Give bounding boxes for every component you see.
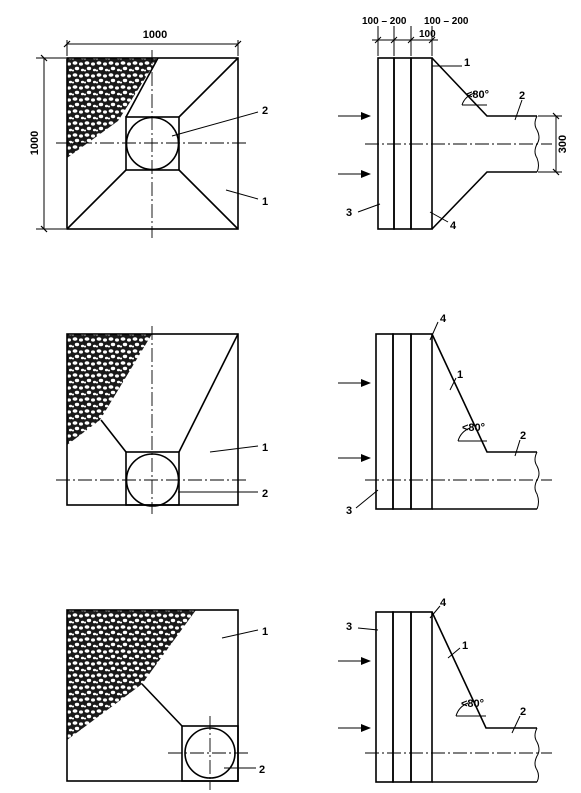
label-1-section-top: 1 (464, 57, 470, 69)
dim-100-200-first: 100 – 200 (362, 16, 407, 27)
filter-gap-bottom (392, 611, 412, 783)
filter-layer-outer-bottom (375, 611, 394, 783)
label-1-plan-top: 1 (262, 196, 268, 208)
filter-layer-outer-top (377, 57, 395, 230)
plan-square-top (66, 57, 239, 230)
filter-layer-outer-middle (375, 333, 394, 510)
angle-top: <80° (466, 89, 489, 101)
label-2-plan-top: 2 (262, 105, 268, 117)
label-2-plan-bottom: 2 (259, 764, 265, 776)
cone-upper-top (431, 57, 537, 117)
label-3-section-middle: 3 (346, 505, 352, 517)
dim-100: 100 (419, 29, 436, 40)
label-2-section-top: 2 (519, 90, 525, 102)
label-2-plan-middle: 2 (262, 488, 268, 500)
angle-bottom: <80° (461, 698, 484, 710)
pipe-circle-top (125, 116, 180, 171)
plan-view-bottom: 1 2 (66, 609, 268, 790)
dim-300: 300 (557, 135, 569, 153)
angle-middle: <80° (462, 422, 485, 434)
gravel-fill-middle (67, 334, 152, 445)
cone-lower-top (431, 171, 537, 230)
gravel-fill-top (67, 58, 158, 158)
dim-1000-vertical: 1000 (29, 131, 41, 155)
label-3-section-top: 3 (346, 207, 352, 219)
section-view-middle: <80° 4 1 2 3 (338, 313, 552, 517)
section-view-top: <80° 100 – 200 100 – 200 100 300 1 2 3 4 (338, 16, 569, 232)
filter-layer-inner-middle (410, 333, 433, 510)
dim-1000-horizontal: 1000 (143, 29, 167, 41)
cone-middle (431, 333, 537, 453)
filter-gap-middle (392, 333, 412, 510)
plan-square-bottom (66, 609, 239, 782)
label-4-section-middle: 4 (440, 313, 447, 325)
filter-layer-inner-bottom (410, 611, 433, 783)
cone-bottom (431, 611, 537, 729)
filter-gap-top (393, 57, 412, 230)
label-4-section-bottom: 4 (440, 597, 447, 609)
outlet-box-middle (125, 451, 180, 506)
label-1-plan-middle: 1 (262, 442, 268, 454)
label-1-section-middle: 1 (457, 369, 463, 381)
label-2-section-middle: 2 (520, 430, 526, 442)
label-3-section-bottom: 3 (346, 621, 352, 633)
label-1-section-bottom: 1 (462, 640, 468, 652)
filter-layer-inner-top (410, 57, 433, 230)
plan-view-middle: 1 2 (56, 326, 268, 514)
label-1-plan-bottom: 1 (262, 626, 268, 638)
dim-100-200-second: 100 – 200 (424, 16, 469, 27)
label-2-section-bottom: 2 (520, 706, 526, 718)
section-view-bottom: <80° 4 3 1 2 (338, 597, 552, 783)
plan-view-top: 1000 1000 2 1 (29, 29, 268, 238)
label-4-section-top: 4 (450, 220, 457, 232)
gravel-fill-bottom (67, 610, 196, 740)
